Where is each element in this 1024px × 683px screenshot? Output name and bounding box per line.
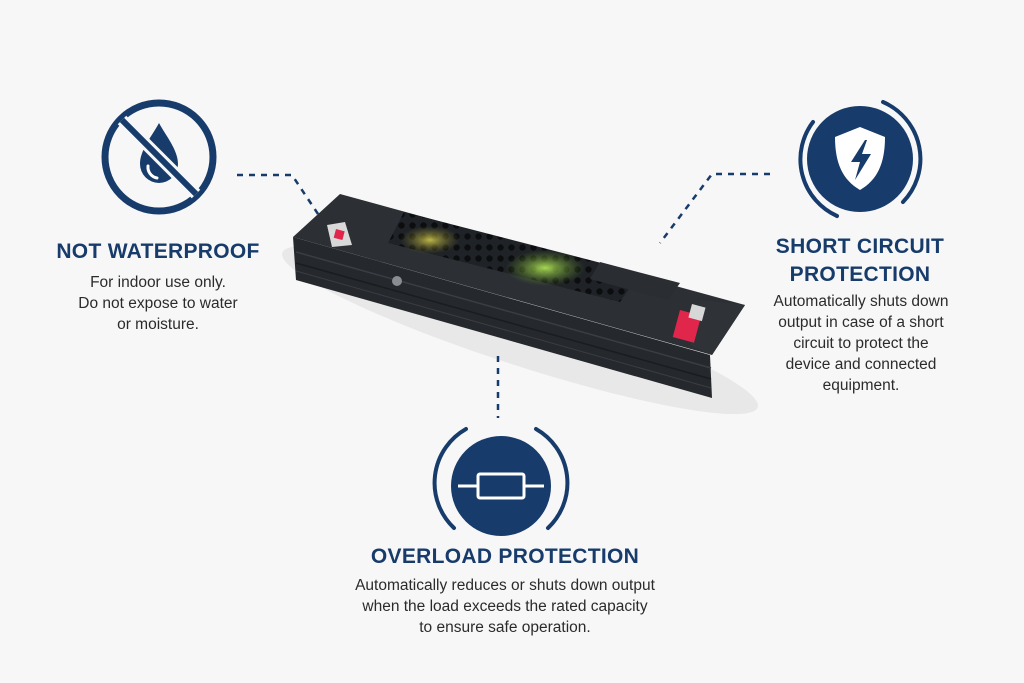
feature-not-waterproof: NOT WATERPROOF For indoor use only. Do n… [40, 95, 290, 345]
no-water-drop-icon [101, 99, 217, 215]
short-circuit-title: SHORT CIRCUIT PROTECTION [775, 235, 945, 286]
feature-short-circuit: SHORT CIRCUIT PROTECTION Automatically s… [765, 90, 1010, 400]
overload-description: Automatically reduces or shuts down outp… [355, 577, 655, 636]
not-waterproof-description: For indoor use only. Do not expose to wa… [78, 274, 238, 333]
feature-overload: OVERLOAD PROTECTION Automatically reduce… [330, 420, 680, 645]
short-circuit-description: Automatically shuts down output in case … [773, 293, 949, 394]
fuse-icon [432, 427, 570, 536]
overload-title: OVERLOAD PROTECTION [370, 545, 640, 568]
shield-lightning-icon [798, 100, 923, 218]
not-waterproof-title: NOT WATERPROOF [56, 240, 260, 263]
